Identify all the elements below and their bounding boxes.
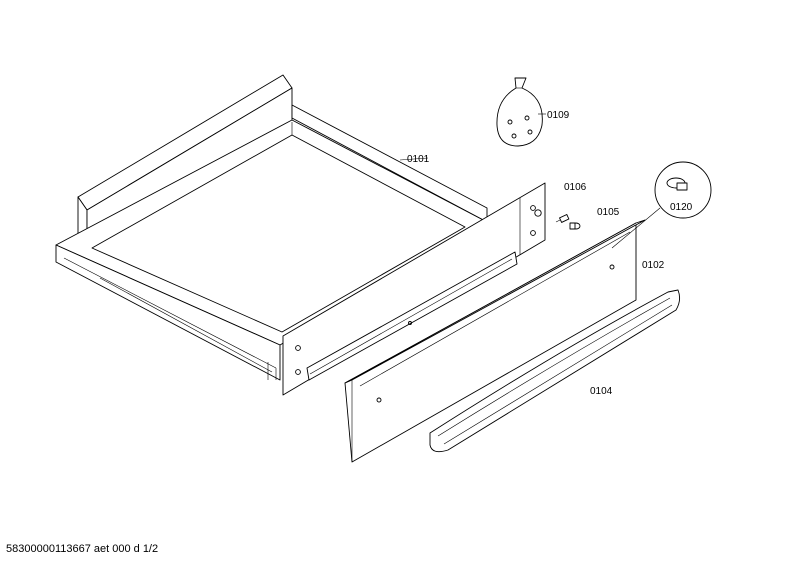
label-0101: 0101: [407, 154, 430, 165]
label-0109: 0109: [547, 110, 570, 121]
document-code: 58300000113667 aet 000 d 1/2: [6, 543, 159, 555]
screw-0105: [569, 222, 581, 230]
label-0120: 0120: [670, 202, 693, 213]
label-0102: 0102: [642, 260, 665, 271]
front-panel: [344, 219, 646, 463]
screw-bag: [496, 77, 543, 147]
drawer-body: [55, 74, 546, 396]
label-0104: 0104: [590, 386, 613, 397]
detail-bubble: [611, 161, 712, 249]
label-0105: 0105: [597, 207, 620, 218]
leader-lines: [399, 113, 546, 161]
screw-0106: [555, 214, 570, 223]
handle: [429, 289, 681, 453]
label-0106: 0106: [564, 182, 587, 193]
